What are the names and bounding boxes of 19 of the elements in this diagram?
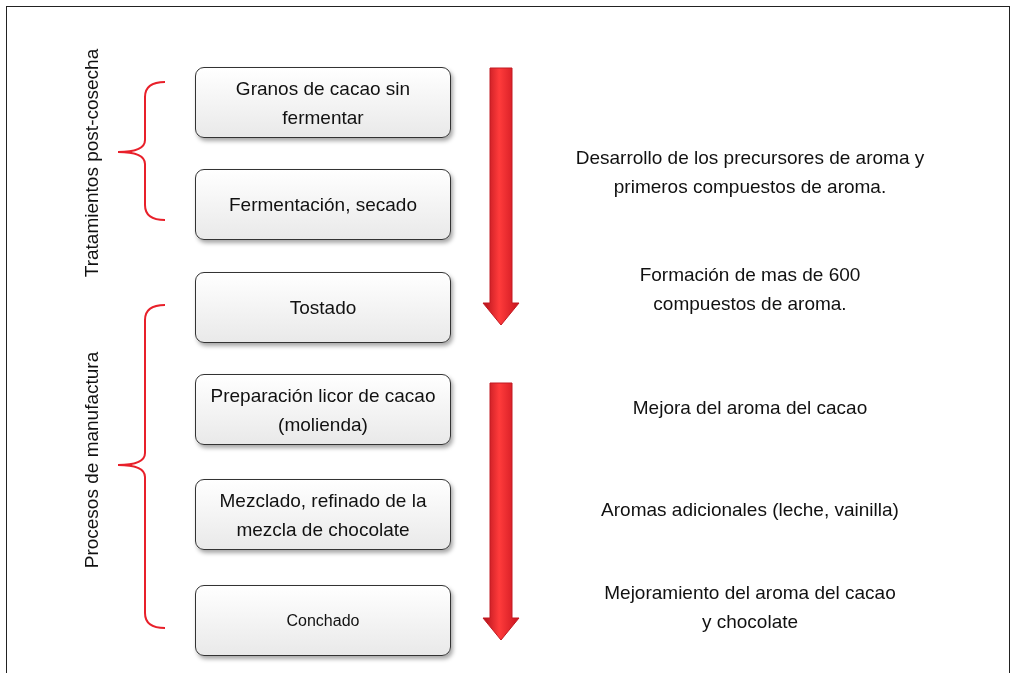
step-label: Preparación licor de cacao (molienda) — [209, 383, 437, 437]
note-text: Aromas adicionales (leche, vainilla) — [600, 497, 900, 522]
process-box — [195, 272, 451, 343]
step-label: Fermentación, secado — [228, 193, 418, 217]
process-box — [195, 169, 451, 240]
note-text: Mejora del aroma del cacao — [631, 395, 869, 420]
group-label: Tratamientos post-cosecha — [80, 47, 103, 280]
step-label: Mezclado, refinado de la mezcla de chocolate — [218, 488, 428, 542]
note-text: Mejoramiento del aroma del cacao y chocolate — [603, 581, 897, 634]
step-label: Tostado — [288, 296, 358, 320]
group-label: Procesos de manufactura — [80, 350, 103, 571]
process-box — [195, 374, 451, 445]
step-label: Granos de cacao sin fermentar — [234, 76, 412, 130]
process-box — [195, 585, 451, 656]
process-box — [195, 479, 451, 550]
step-label: Conchado — [285, 611, 361, 631]
note-text: Formación de mas de 600 compuestos de aroma. — [638, 263, 862, 316]
process-box — [195, 67, 451, 138]
note-text: Desarrollo de los precursores de aroma y primeros compuestos de aroma. — [574, 146, 926, 199]
